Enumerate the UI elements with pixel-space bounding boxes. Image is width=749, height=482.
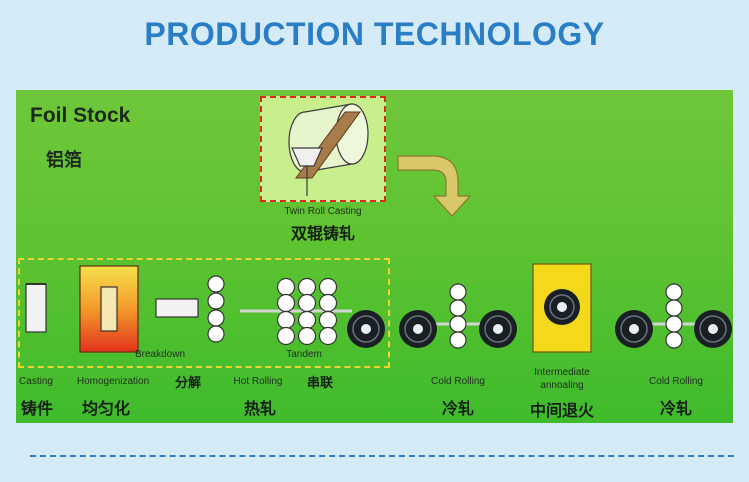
- hot-rolling-label: Hot Rolling: [233, 376, 283, 387]
- casting-label: Casting: [19, 376, 53, 387]
- cold-rolling-2-label-cn: 冷轧: [659, 399, 693, 418]
- tandem-label: Tandem: [286, 349, 322, 360]
- cold-rolling-1-label-cn: 冷轧: [441, 399, 475, 418]
- cold-rolling-1-icon: [399, 283, 517, 349]
- twin-roll-label: Twin Roll Casting: [284, 206, 362, 217]
- foil-stock-title: Foil Stock: [30, 104, 131, 127]
- annealing-label-cn: 中间退火: [529, 401, 595, 420]
- annealing-label-line2: annoaling: [540, 380, 584, 391]
- hot-rolling-label-cn: 热轧: [243, 399, 277, 418]
- section-divider: [30, 455, 734, 457]
- twin-roll-illustration: [288, 103, 369, 196]
- page-title: PRODUCTION TECHNOLOGY: [144, 16, 605, 52]
- homogenization-label: Homogenization: [76, 376, 150, 387]
- annealing-furnace-icon: [532, 263, 592, 353]
- coil-icon: [347, 310, 385, 348]
- foil-stock-title-cn: 铝箔: [46, 150, 82, 171]
- cold-rolling-2-label: Cold Rolling: [649, 376, 703, 387]
- breakdown-mill-icon: [207, 275, 225, 343]
- casting-ingot-icon: [25, 283, 47, 333]
- cold-rolling-2-icon: [615, 283, 732, 349]
- homogenization-label-cn: 均匀化: [81, 399, 131, 418]
- breakdown-label: Breakdown: [134, 349, 186, 360]
- tandem-mill-icon: [276, 277, 338, 346]
- flow-arrow-icon: [397, 155, 472, 217]
- annealing-label-line1: Intermediate: [534, 367, 590, 378]
- tandem-label-cn: 串联: [306, 376, 334, 391]
- twin-roll-label-cn: 双辊铸轧: [290, 224, 356, 243]
- breakdown-label-cn: 分解: [174, 376, 202, 391]
- cold-rolling-1-label: Cold Rolling: [431, 376, 485, 387]
- breakdown-slab-icon: [155, 298, 199, 318]
- casting-label-cn: 铸件: [20, 399, 54, 418]
- hot-process-group: [18, 258, 390, 368]
